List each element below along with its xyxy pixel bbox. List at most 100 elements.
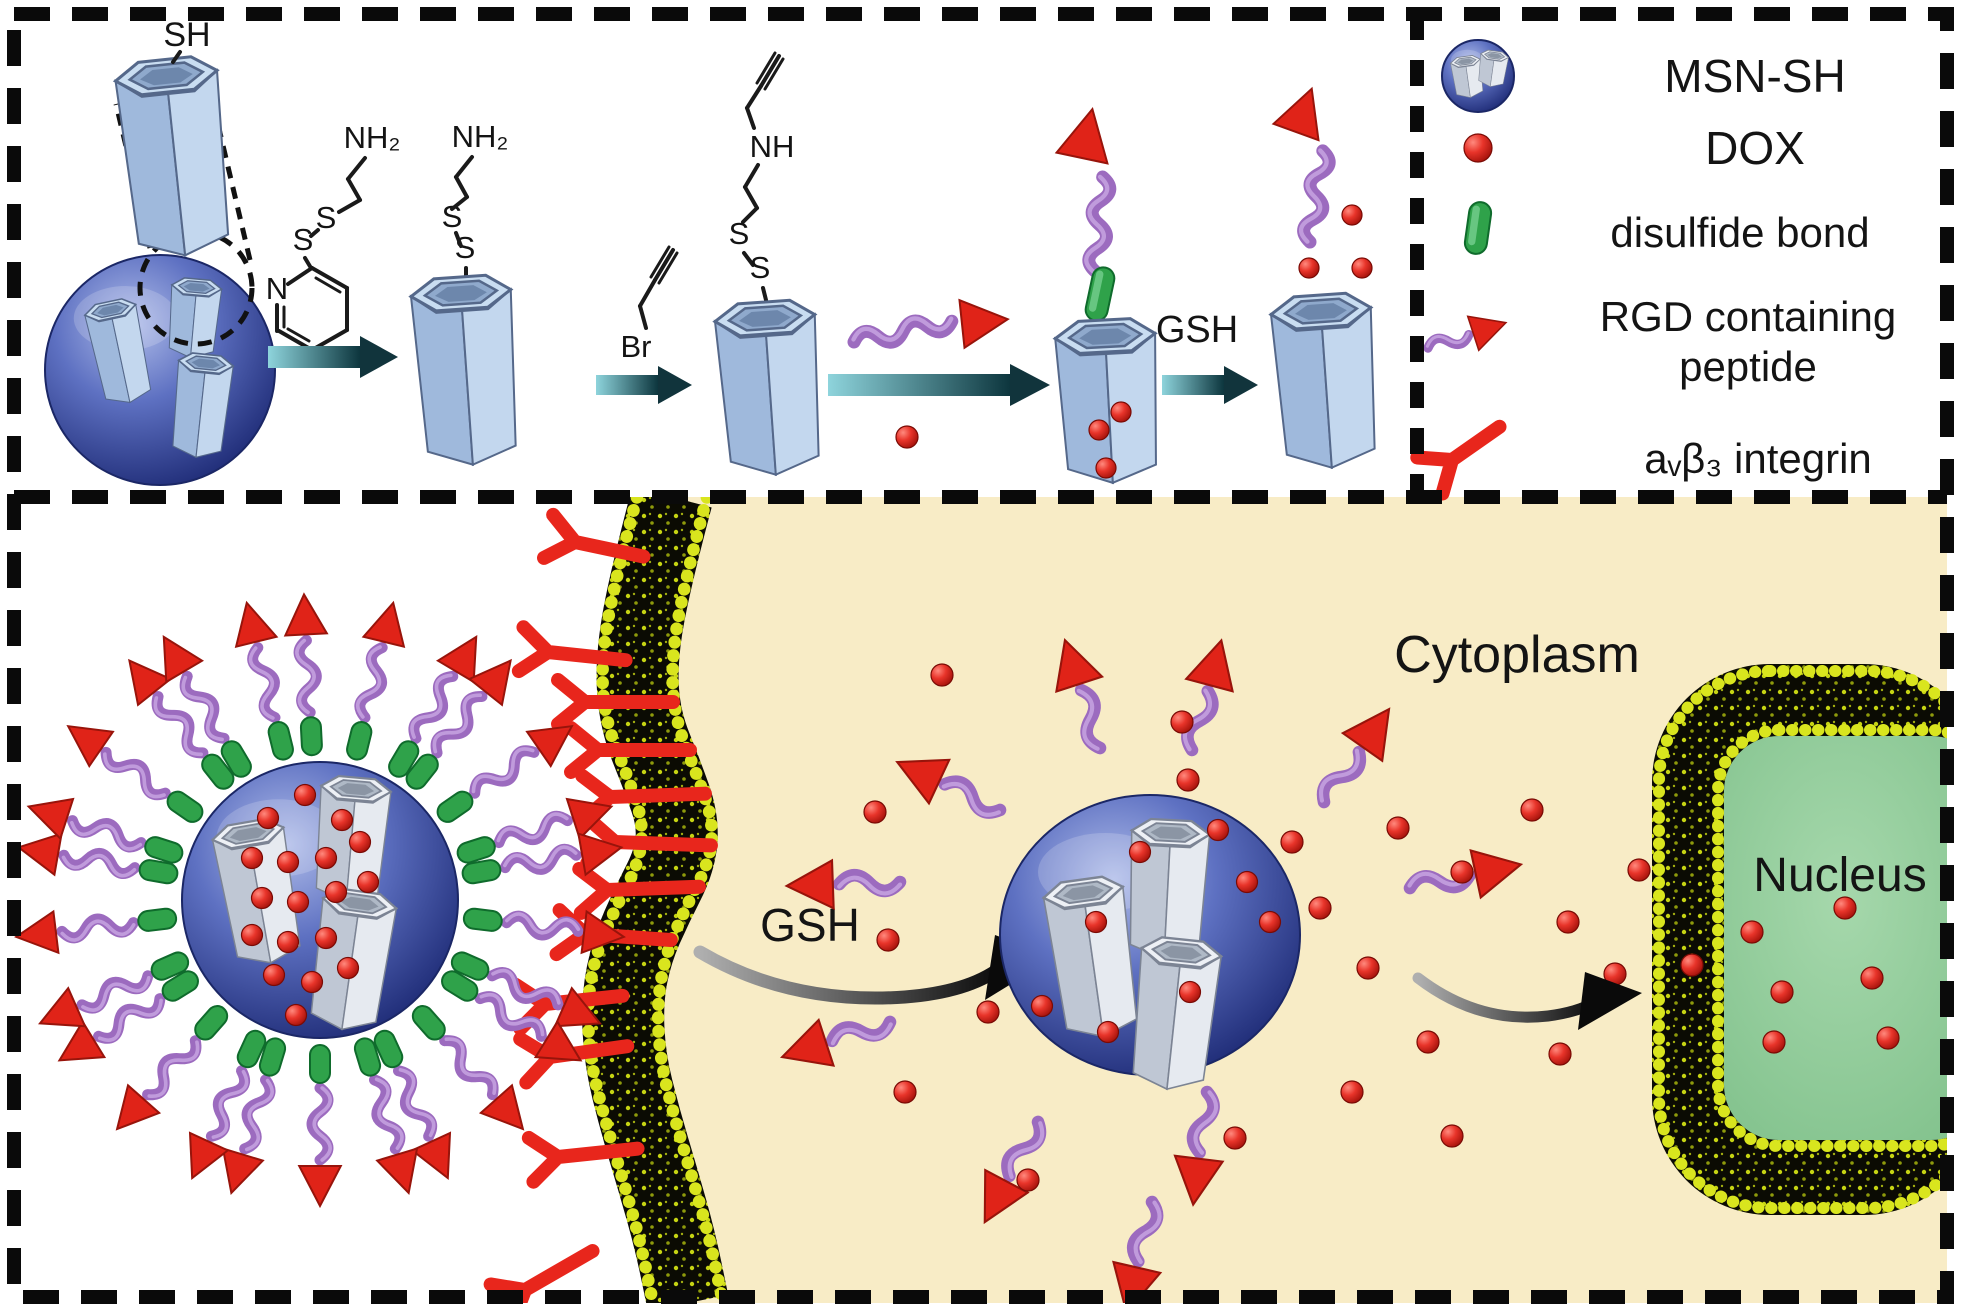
dox-dot	[1351, 257, 1373, 279]
dox-dot	[348, 830, 372, 854]
dox-dot	[356, 870, 380, 894]
reaction-arrow	[268, 336, 398, 378]
msn-sphere-icon	[1441, 39, 1515, 113]
legend-label: DOX	[1705, 122, 1805, 174]
dox-dot	[1308, 896, 1332, 920]
disulfide-capsule	[258, 1037, 287, 1077]
hex-prism	[712, 298, 820, 477]
dox-dot	[1095, 457, 1117, 479]
disulfide-capsule	[346, 721, 373, 761]
reaction-arrow	[1162, 366, 1258, 404]
dox-dot	[1110, 401, 1132, 423]
gsh-label-cell: GSH	[760, 899, 860, 951]
dox-dot	[895, 425, 919, 449]
dox-dot	[1356, 956, 1380, 980]
nucleus-swoosh-arrow	[1412, 972, 1642, 1030]
disulfide-capsule	[194, 1005, 229, 1041]
dox-dot	[1341, 204, 1363, 226]
dox-dot	[286, 890, 310, 914]
dox-dot	[336, 956, 360, 980]
rgd-peptide	[784, 858, 907, 911]
disulfide-capsule	[299, 716, 323, 757]
disulfide-capsule	[138, 859, 179, 885]
integrin-y-icon	[572, 861, 706, 920]
disulfide-capsule	[411, 1005, 446, 1041]
hex-prism	[1478, 49, 1510, 88]
dox-dot	[1128, 840, 1152, 864]
chem-label: NH₂	[452, 119, 509, 154]
dox-dot	[300, 970, 324, 994]
dox-dot	[1088, 419, 1110, 441]
targeted-nanoparticle	[14, 592, 626, 1209]
dox-dot	[1096, 1020, 1120, 1044]
legend-label: MSN-SH	[1664, 50, 1845, 102]
alkyne-chain	[741, 51, 785, 302]
disulfide-capsule	[353, 1037, 382, 1077]
dox-dot	[1627, 858, 1651, 882]
disulfide-capsule	[461, 859, 502, 885]
integrin-y-icon	[1410, 419, 1507, 501]
dox-icon	[1463, 133, 1493, 163]
chem-label: S	[293, 222, 314, 257]
legend-panel: MSN-SH DOX disulfide bond RGD containing…	[1410, 39, 1896, 501]
reaction-arrow	[596, 366, 692, 404]
dox-dot	[262, 963, 286, 987]
dox-dot	[1770, 980, 1794, 1004]
rgd-peptide-icon	[1423, 315, 1508, 353]
dox-dot	[1170, 710, 1194, 734]
disulfide-capsule	[166, 790, 204, 823]
disulfide-icon	[1463, 201, 1493, 255]
hex-prism	[408, 273, 517, 467]
hex-prism	[1041, 875, 1138, 1038]
hex-prism	[172, 352, 235, 459]
integrin-y-icon	[564, 721, 697, 779]
disulfide-capsule	[267, 721, 294, 761]
chem-label: GSH	[1156, 309, 1238, 351]
rgd-peptide	[779, 1015, 897, 1067]
magnifier-circle	[137, 229, 255, 347]
legend-label: aᵥβ₃ integrin	[1644, 435, 1872, 482]
disulfide-capsule	[373, 1029, 404, 1069]
rgd-peptide	[1316, 707, 1391, 809]
disulfide-capsule	[388, 740, 420, 778]
dox-dot	[276, 930, 300, 954]
disulfide-capsule	[1463, 201, 1493, 255]
legend-label: RGD containing	[1600, 293, 1896, 340]
disulfide-capsule	[137, 907, 178, 932]
disulfide-capsule	[456, 836, 496, 864]
dox-dot	[1450, 860, 1474, 884]
dox-dot	[1680, 953, 1704, 977]
integrin-icon	[1410, 419, 1507, 501]
rgd-peptide	[1423, 315, 1508, 353]
dox-dot	[1548, 1042, 1572, 1066]
dox-dot	[276, 850, 300, 874]
hex-prism	[83, 298, 152, 404]
rgd-peptide	[895, 758, 1007, 819]
disulfide-capsule	[161, 970, 199, 1002]
hex-prism	[1449, 54, 1484, 98]
dox-dot	[314, 846, 338, 870]
hex-prism	[112, 55, 230, 257]
dox-dot	[324, 880, 348, 904]
integrin-y-icon	[537, 507, 651, 565]
dox-dot	[876, 928, 900, 952]
hex-prism	[1052, 317, 1158, 485]
msn-sphere	[44, 254, 276, 486]
chem-label: NH	[750, 129, 795, 164]
dox-dot	[1416, 1030, 1440, 1054]
dox-dot	[1280, 830, 1304, 854]
dox-dot	[1556, 910, 1580, 934]
dox-dot	[893, 1080, 917, 1104]
dox-dot	[930, 663, 954, 687]
panel-borders	[7, 7, 1954, 1304]
rgd-peptide	[847, 314, 959, 349]
rgd-peptide	[1173, 1085, 1225, 1207]
dox-dot	[1463, 133, 1493, 163]
dox-dot	[1084, 910, 1108, 934]
dox-dot	[1740, 920, 1764, 944]
legend-label: disulfide bond	[1610, 209, 1869, 256]
disulfide-capsule	[450, 951, 490, 981]
dox-dot	[1860, 966, 1884, 990]
disulfide-capsule	[309, 1044, 331, 1084]
